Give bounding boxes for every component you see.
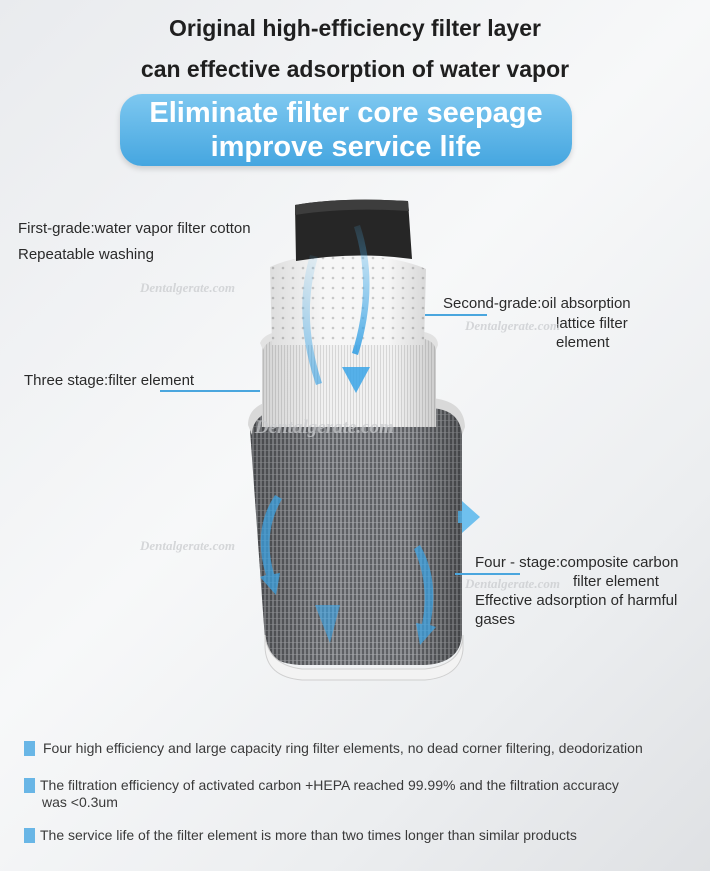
leader-four-stage (455, 573, 520, 575)
feature-item: Four high efficiency and large capacity … (43, 740, 643, 757)
label-four-stage-2: filter element (573, 573, 659, 590)
watermark: Dentalgerate.com (140, 538, 235, 553)
title-line-2: can effective adsorption of water vapor (140, 56, 570, 82)
watermark: Dentalgerate.com (465, 576, 560, 591)
banner-line-1: Eliminate filter core seepage (149, 97, 543, 129)
title-line-1: Original high-efficiency filter layer (169, 15, 541, 41)
label-three-stage: Three stage:filter element (24, 372, 195, 389)
feature-text-cont: was <0.3um (42, 794, 118, 810)
watermark: Dentalgerate.com (255, 417, 394, 438)
feature-text: Four high efficiency and large capacity … (43, 740, 643, 756)
hepa-filter-element (260, 331, 438, 427)
leader-second-grade (425, 314, 487, 316)
leader-three-stage (160, 390, 260, 392)
watermark: Dentalgerate.com (140, 280, 235, 295)
feature-item: The service life of the filter element i… (40, 827, 577, 844)
filter-illustration (248, 199, 480, 681)
carbon-filter-element (248, 398, 465, 681)
label-four-stage-4: gases (475, 611, 516, 628)
water-vapor-cotton (295, 199, 412, 261)
feature-text: The filtration efficiency of activated c… (40, 777, 619, 793)
label-first-grade: First-grade:water vapor filter cotton (18, 220, 251, 237)
bullet-marker (24, 778, 35, 793)
feature-text: The service life of the filter element i… (40, 827, 577, 843)
label-first-grade-sub: Repeatable washing (18, 246, 154, 263)
bullet-marker (24, 741, 35, 756)
label-second-grade-2: lattice filter (556, 315, 628, 332)
watermark: Dentalgerate.com (465, 318, 560, 333)
feature-item: The filtration efficiency of activated c… (40, 777, 619, 811)
label-second-grade-3: element (556, 334, 610, 351)
lattice-filter-element (270, 254, 426, 345)
label-four-stage-3: Effective adsorption of harmful (475, 592, 678, 609)
banner: Eliminate filter core seepage improve se… (120, 94, 572, 166)
label-second-grade-1: Second-grade:oil absorption (443, 295, 631, 312)
banner-line-2: improve service life (210, 131, 482, 163)
bullet-marker (24, 828, 35, 843)
airflow-arrows (260, 225, 480, 645)
label-four-stage-1: Four - stage:composite carbon (475, 554, 679, 571)
